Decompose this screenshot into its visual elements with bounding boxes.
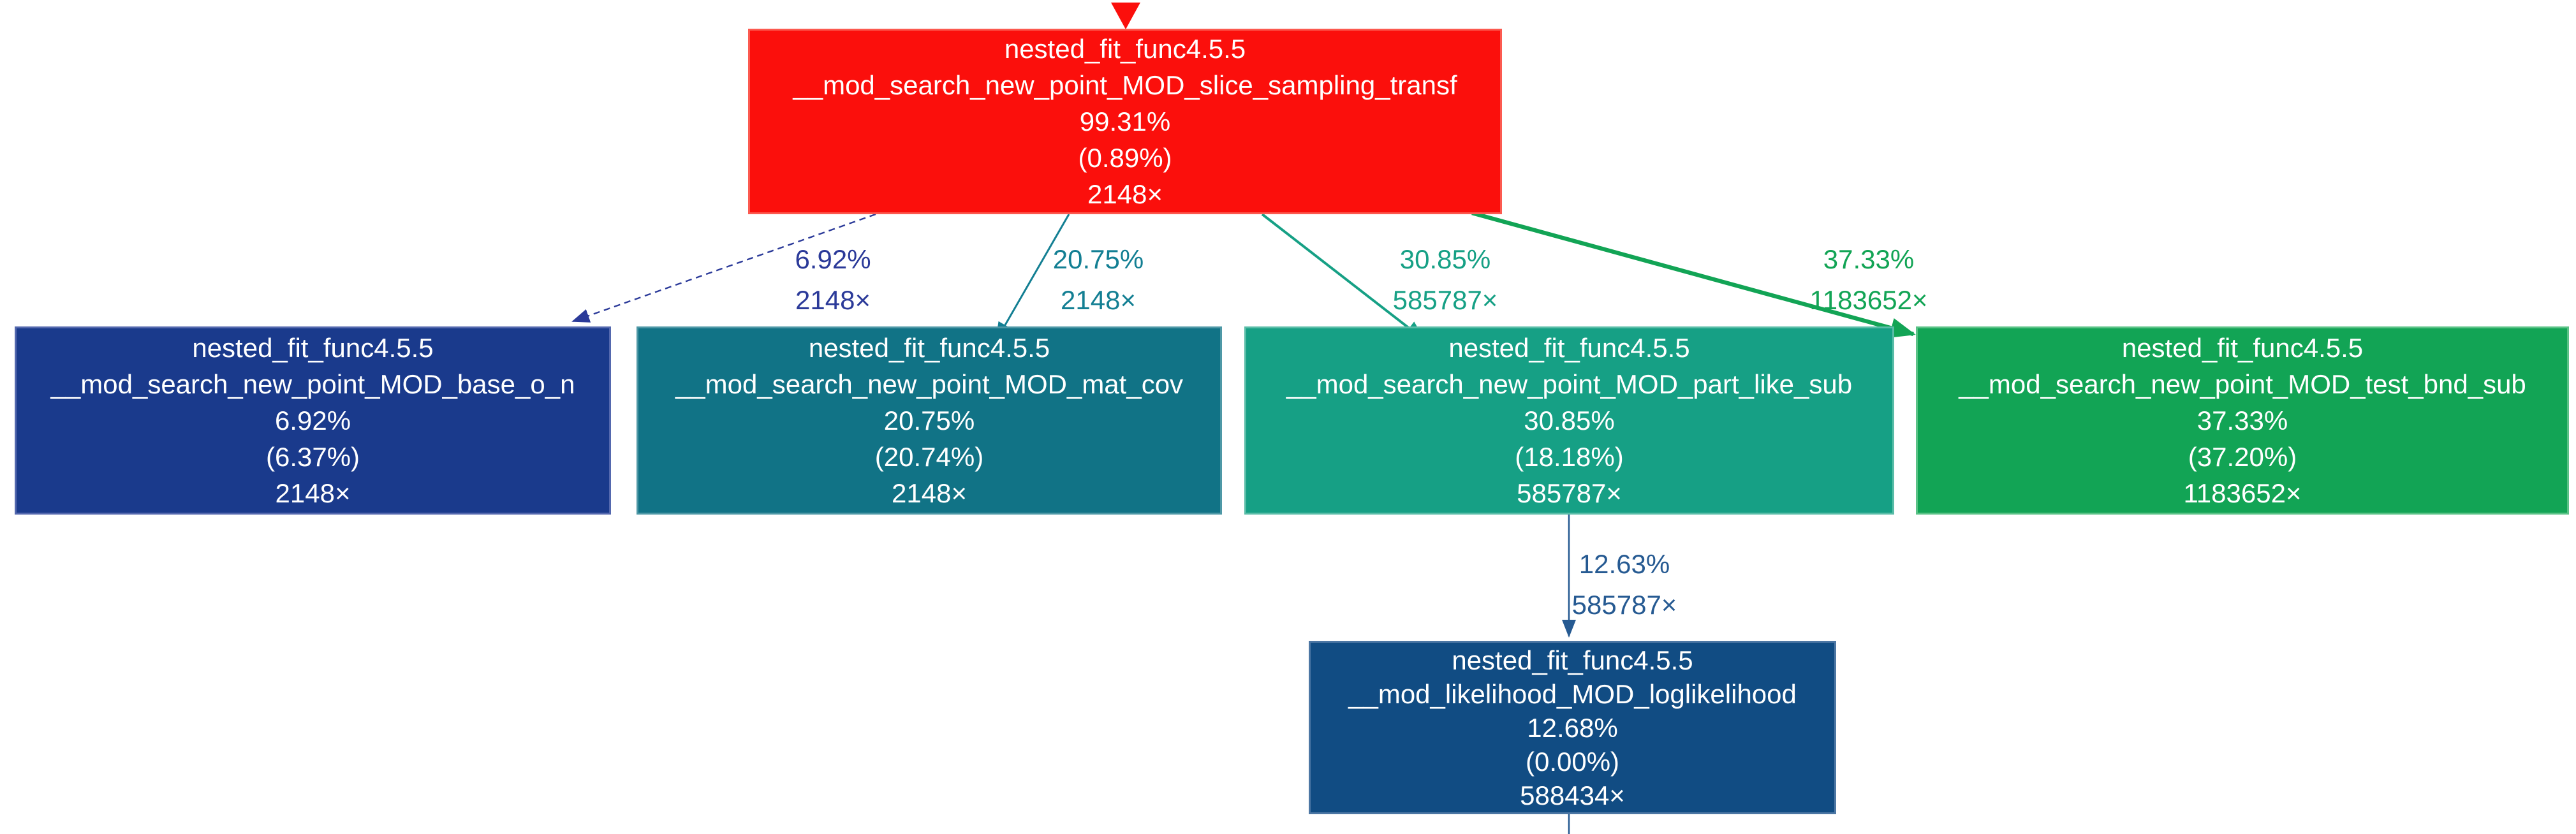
node-call-count: 2148× bbox=[892, 478, 967, 508]
node-base-o-n: nested_fit_func4.5.5 __mod_search_new_po… bbox=[15, 326, 611, 515]
node-program-line: nested_fit_func4.5.5 bbox=[808, 333, 1050, 363]
node-call-count: 2148× bbox=[275, 478, 351, 508]
node-symbol-line: __mod_search_new_point_MOD_slice_samplin… bbox=[793, 70, 1457, 100]
node-total-pct: 30.85% bbox=[1524, 406, 1615, 435]
node-total-pct: 6.92% bbox=[274, 406, 351, 435]
edge-label-calls: 2148× bbox=[795, 285, 871, 315]
edge-label-calls: 1183652× bbox=[1809, 285, 1928, 315]
node-program-line: nested_fit_func4.5.5 bbox=[1448, 333, 1690, 363]
edge-root-to-mat-cov bbox=[995, 214, 1070, 342]
node-slice-sampling-transf: nested_fit_func4.5.5 __mod_search_new_po… bbox=[748, 29, 1502, 214]
incoming-root-arrowhead bbox=[1111, 3, 1140, 29]
edge-label-calls: 2148× bbox=[1061, 285, 1136, 315]
edge-label-part-like-sub-to-loglikelihood: 12.63% 585787× bbox=[1490, 544, 1758, 626]
node-self-pct: (18.18%) bbox=[1515, 442, 1624, 472]
node-call-count: 588434× bbox=[1520, 780, 1625, 810]
edge-label-pct: 20.75% bbox=[1052, 244, 1144, 274]
node-call-count: 585787× bbox=[1517, 478, 1622, 508]
node-part-like-sub: nested_fit_func4.5.5 __mod_search_new_po… bbox=[1244, 326, 1894, 515]
edge-label-pct: 37.33% bbox=[1823, 244, 1915, 274]
edge-label-root-to-part-like-sub: 30.85% 585787× bbox=[1311, 239, 1579, 321]
edge-label-pct: 6.92% bbox=[795, 244, 871, 274]
node-symbol-line: __mod_search_new_point_MOD_mat_cov bbox=[675, 369, 1184, 399]
node-self-pct: (20.74%) bbox=[874, 442, 984, 472]
node-call-count: 1183652× bbox=[2183, 478, 2302, 508]
edge-label-pct: 12.63% bbox=[1579, 549, 1670, 579]
node-symbol-line: __mod_search_new_point_MOD_test_bnd_sub bbox=[1959, 369, 2526, 399]
edge-root-to-part-like-sub bbox=[1261, 213, 1425, 341]
node-loglikelihood: nested_fit_func4.5.5 __mod_likelihood_MO… bbox=[1309, 641, 1836, 814]
node-symbol-line: __mod_search_new_point_MOD_part_like_sub bbox=[1286, 369, 1853, 399]
node-program-line: nested_fit_func4.5.5 bbox=[1452, 645, 1693, 675]
node-self-pct: (0.00%) bbox=[1525, 746, 1620, 777]
node-self-pct: (6.37%) bbox=[265, 442, 360, 472]
edge-label-calls: 585787× bbox=[1571, 590, 1677, 620]
edge-label-pct: 30.85% bbox=[1399, 244, 1491, 274]
node-program-line: nested_fit_func4.5.5 bbox=[1004, 34, 1246, 64]
node-total-pct: 37.33% bbox=[2197, 406, 2288, 435]
edge-root-to-test-bnd-sub bbox=[1471, 210, 1916, 338]
node-test-bnd-sub: nested_fit_func4.5.5 __mod_search_new_po… bbox=[1916, 326, 2569, 515]
node-mat-cov: nested_fit_func4.5.5 __mod_search_new_po… bbox=[637, 326, 1222, 515]
node-total-pct: 99.31% bbox=[1079, 106, 1171, 136]
edge-label-calls: 585787× bbox=[1392, 285, 1498, 315]
node-self-pct: (37.20%) bbox=[2188, 442, 2297, 472]
node-total-pct: 12.68% bbox=[1527, 712, 1618, 743]
node-total-pct: 20.75% bbox=[883, 406, 975, 435]
node-program-line: nested_fit_func4.5.5 bbox=[2121, 333, 2364, 363]
edge-label-root-to-test-bnd-sub: 37.33% 1183652× bbox=[1735, 239, 2003, 321]
node-self-pct: (0.89%) bbox=[1078, 143, 1172, 173]
edge-label-root-to-mat-cov: 20.75% 2148× bbox=[964, 239, 1232, 321]
node-symbol-line: __mod_likelihood_MOD_loglikelihood bbox=[1348, 678, 1797, 709]
node-program-line: nested_fit_func4.5.5 bbox=[192, 333, 434, 363]
node-symbol-line: __mod_search_new_point_MOD_base_o_n bbox=[50, 369, 575, 399]
node-call-count: 2148× bbox=[1087, 179, 1163, 209]
edge-label-root-to-base-o-n: 6.92% 2148× bbox=[699, 239, 967, 321]
